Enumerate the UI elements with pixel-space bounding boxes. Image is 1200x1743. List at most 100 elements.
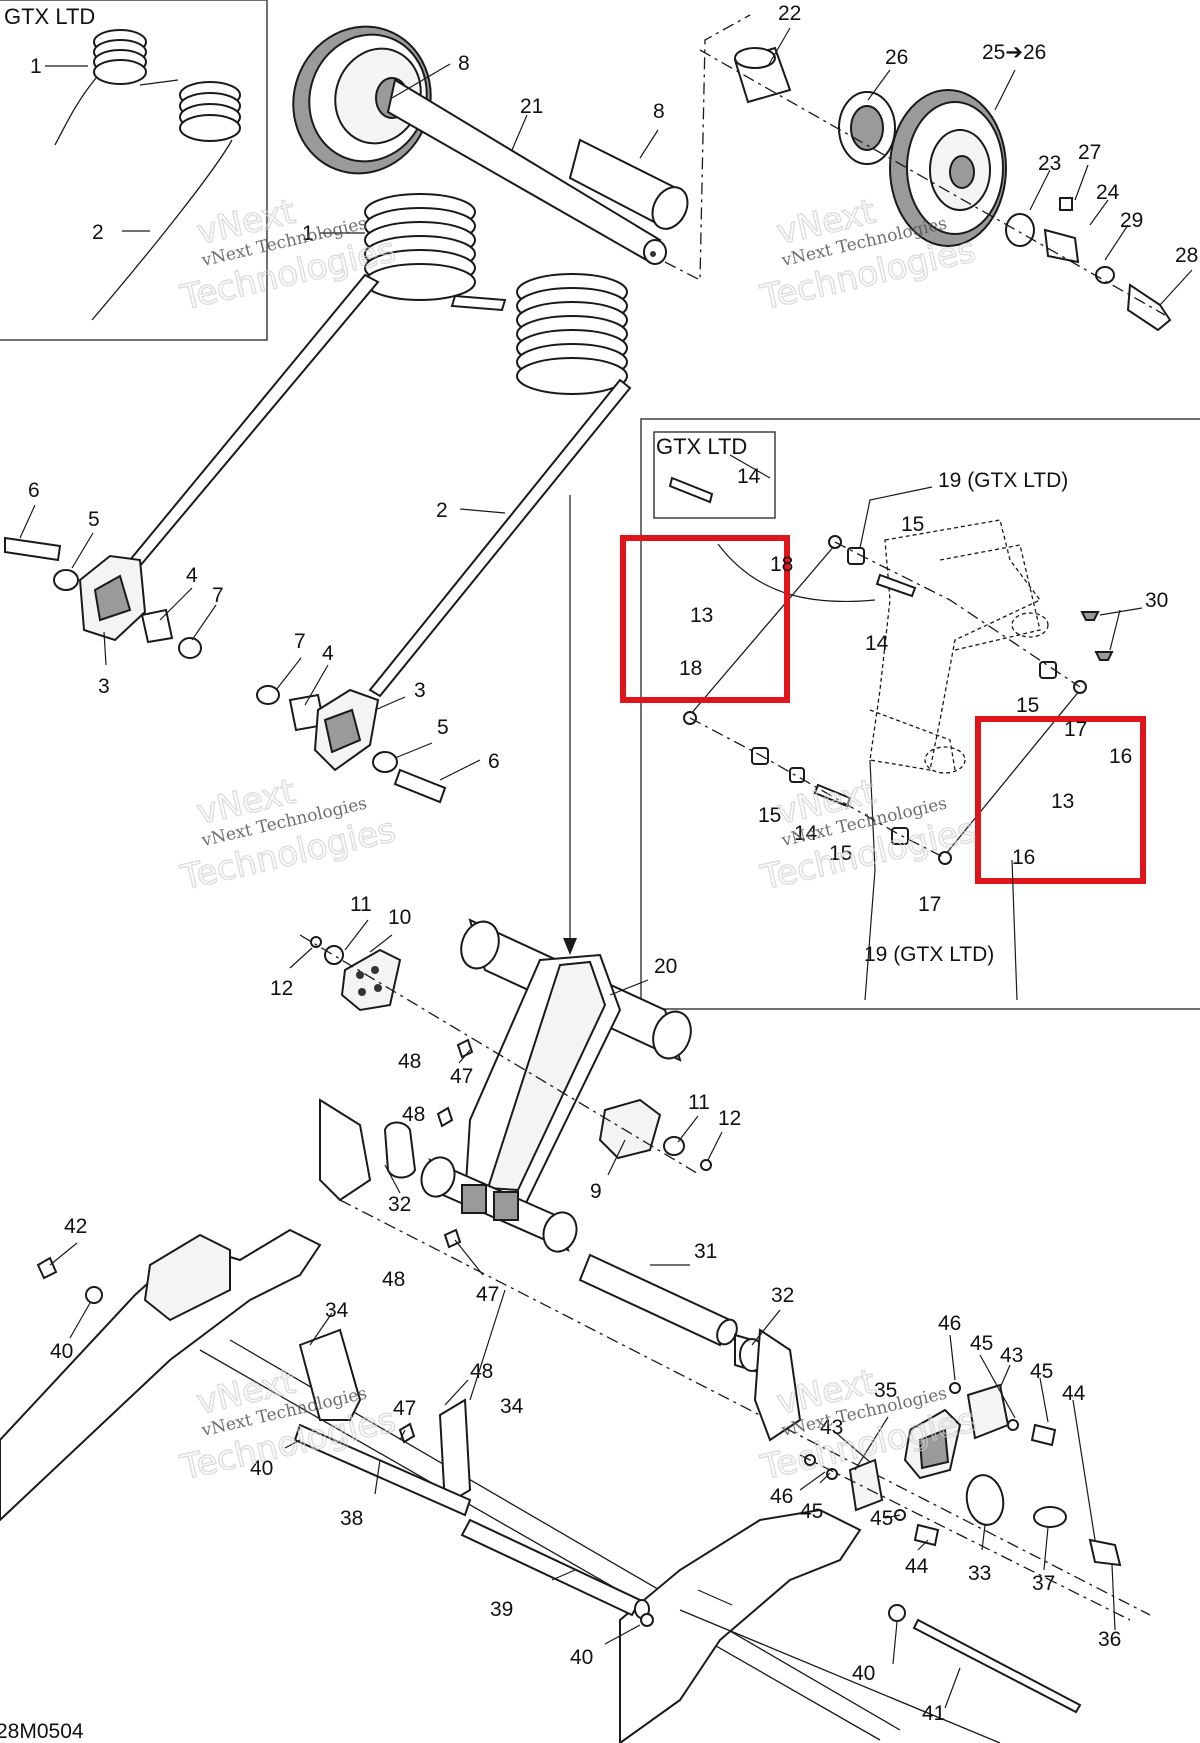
washer-40 <box>85 1286 103 1304</box>
callout-48a: 48 <box>398 1050 421 1073</box>
spring-coil-left <box>54 29 241 321</box>
callout-14c: 14 <box>794 822 818 845</box>
callout-40d: 40 <box>852 1662 875 1685</box>
callout-6b: 6 <box>488 750 500 773</box>
drawing-code: 28M0504 <box>0 1720 84 1743</box>
callout-9: 9 <box>590 1180 602 1203</box>
callout-47a: 47 <box>450 1065 473 1088</box>
inset-mid-right-title: GTX LTD <box>656 434 747 459</box>
leader-lines <box>19 27 1193 1709</box>
callout-45b: 45 <box>1030 1360 1053 1383</box>
callout-13b: 13 <box>1051 790 1074 813</box>
callout-4b: 4 <box>322 642 334 665</box>
inset-top-left: GTX LTD <box>0 0 268 341</box>
callout-28: 28 <box>1175 244 1198 267</box>
callout-48d: 48 <box>470 1360 493 1383</box>
callout-25: 25➔26 <box>982 41 1046 64</box>
idler-wheel-right <box>699 46 1172 332</box>
rear-shock-bracket <box>293 1328 654 1627</box>
callout-43a: 43 <box>1000 1344 1023 1367</box>
callout-43b: 43 <box>820 1416 843 1439</box>
callout-2b: 2 <box>436 499 448 522</box>
highlight-box-left <box>620 535 790 703</box>
callout-26: 26 <box>885 46 908 69</box>
callout-40a: 40 <box>50 1340 73 1363</box>
callout-23: 23 <box>1038 152 1061 175</box>
callout-44a: 44 <box>1062 1382 1086 1405</box>
frame-rail-right <box>619 1328 1001 1743</box>
callout-39: 39 <box>490 1598 513 1621</box>
bolt-41 <box>888 1604 1082 1714</box>
callout-48b: 48 <box>402 1103 425 1126</box>
callout-45c: 45 <box>800 1500 823 1523</box>
watermarks: vNext vNext Technologies Technologies vN… <box>176 191 980 1489</box>
shock-mount-35 <box>799 1382 1131 1621</box>
callout-15c: 15 <box>758 804 781 827</box>
callout-7b: 7 <box>294 630 306 653</box>
bushing-32-left <box>383 1121 417 1179</box>
frame-rail-left <box>0 1098 901 1741</box>
shaft-31 <box>578 1253 732 1347</box>
callout-35: 35 <box>874 1379 897 1402</box>
callout-16b: 16 <box>1012 846 1035 869</box>
callout-8b: 8 <box>653 100 665 123</box>
callout-17b: 17 <box>918 893 941 916</box>
callout-5a: 5 <box>88 508 100 531</box>
callout-19a: 19 (GTX LTD) <box>938 469 1068 492</box>
spring-bracket-right <box>256 685 447 804</box>
callout-32a: 32 <box>388 1193 411 1216</box>
watermark-3: vNext vNext Technologies Technologies <box>176 771 400 899</box>
callout-11b: 11 <box>688 1091 710 1114</box>
callout-15d: 15 <box>829 842 852 865</box>
callout-15b: 15 <box>1016 694 1039 717</box>
shaft-39 <box>460 1518 642 1617</box>
callout-37: 37 <box>1032 1572 1055 1595</box>
spring-bracket-left <box>4 536 202 659</box>
callout-47c: 47 <box>393 1397 416 1420</box>
watermark-6: vNext vNext Technologies Technologies <box>756 1361 980 1489</box>
callout-10: 10 <box>388 906 411 929</box>
callout-14b: 14 <box>865 632 889 655</box>
inset-top-left-title: GTX LTD <box>4 4 95 29</box>
watermark-5: vNext vNext Technologies Technologies <box>176 1361 400 1489</box>
callout-44b: 44 <box>905 1555 929 1578</box>
callout-1b: 1 <box>302 222 314 245</box>
callout-15a: 15 <box>901 513 924 536</box>
callout-21: 21 <box>520 95 543 118</box>
callout-13a: 13 <box>690 604 713 627</box>
callout-46b: 46 <box>770 1485 793 1508</box>
callout-3a: 3 <box>98 675 110 698</box>
callout-11a: 11 <box>350 893 372 916</box>
callout-16a: 16 <box>1109 745 1132 768</box>
callout-34b: 34 <box>500 1395 524 1418</box>
callout-12a: 12 <box>270 977 293 1000</box>
callout-20: 20 <box>654 955 677 978</box>
callout-33: 33 <box>968 1562 991 1585</box>
callout-4a: 4 <box>186 564 198 587</box>
callout-19b: 19 (GTX LTD) <box>864 943 994 966</box>
callout-29: 29 <box>1120 209 1143 232</box>
callout-46a: 46 <box>938 1312 961 1335</box>
callout-18b: 18 <box>679 657 702 680</box>
callout-31: 31 <box>694 1240 717 1263</box>
callout-45a: 45 <box>970 1332 993 1355</box>
callout-36: 36 <box>1098 1628 1121 1651</box>
callout-41: 41 <box>922 1702 945 1725</box>
callout-34a: 34 <box>325 1299 349 1322</box>
callout-14a: 14 <box>737 465 761 488</box>
callout-47b: 47 <box>476 1283 499 1306</box>
callout-22: 22 <box>778 2 801 25</box>
callout-7a: 7 <box>212 584 224 607</box>
callout-5b: 5 <box>437 716 449 739</box>
callout-6a: 6 <box>28 479 40 502</box>
callout-32b: 32 <box>771 1284 794 1307</box>
callout-40b: 40 <box>250 1457 273 1480</box>
callout-2a: 2 <box>92 221 104 244</box>
callout-27: 27 <box>1078 141 1101 164</box>
callout-17a: 17 <box>1064 718 1087 741</box>
callout-3b: 3 <box>414 679 426 702</box>
highlight-box-right <box>975 716 1146 884</box>
idler-wheel-left <box>292 25 667 265</box>
